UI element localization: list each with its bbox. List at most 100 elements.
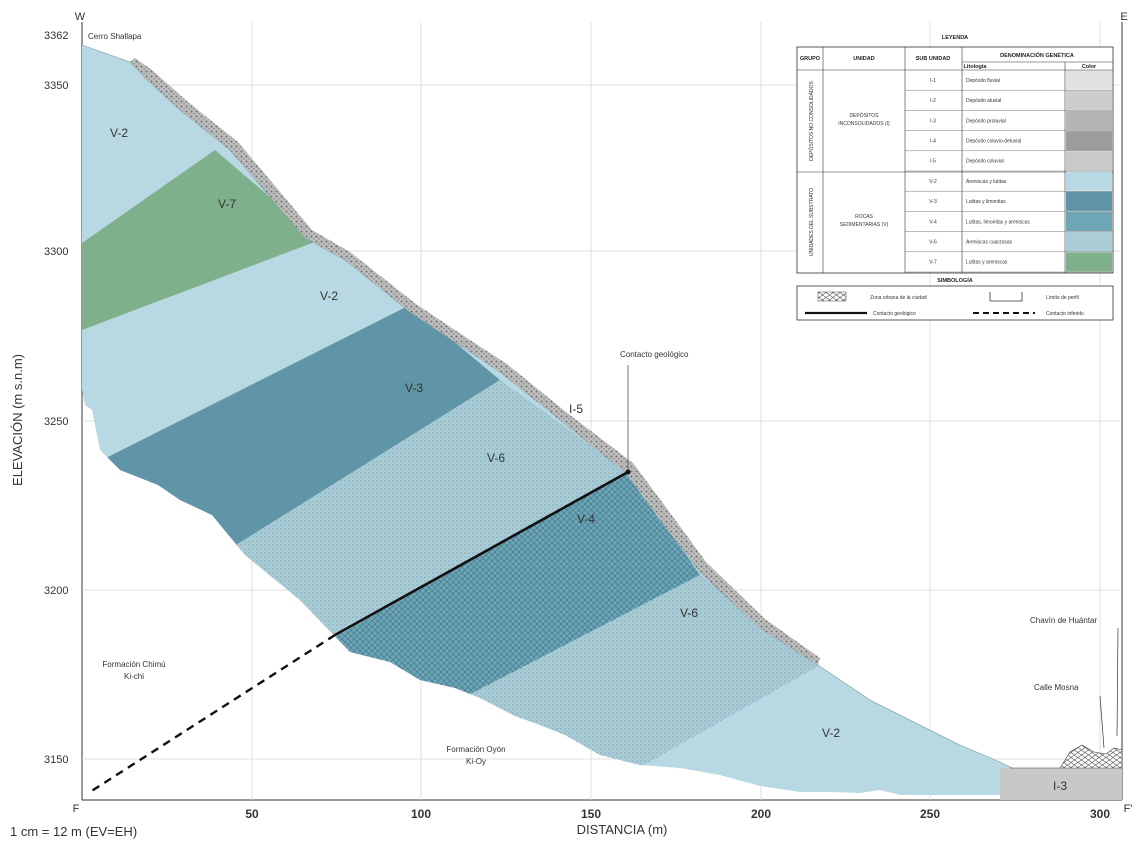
legend-row-code: I-2 [930, 98, 936, 104]
contact-annotation: Contacto geológico [620, 350, 689, 359]
legend-col-unidad: UNIDAD [853, 56, 874, 62]
legend-row-swatch [1066, 131, 1112, 151]
legend-group1: DEPÓSITOS NO CONSOLIDADOS [808, 81, 815, 161]
label-v6-lower: V-6 [680, 606, 698, 620]
unit-i5-colluvial-cover [130, 58, 820, 665]
chavin-annotation: Chavín de Huántar [1030, 616, 1097, 625]
label-i3: I-3 [1053, 779, 1067, 793]
legend-row-code: V-7 [929, 260, 937, 266]
legend-row-code: V-4 [929, 219, 937, 225]
legend-row-name: Areniscas cuarzosas [966, 240, 1013, 246]
legend-row-swatch [1066, 90, 1112, 110]
legend-row-code: I-3 [930, 118, 936, 124]
legend-col-grupo: GRUPO [800, 56, 821, 62]
x-tick-label: 300 [1090, 807, 1110, 821]
scale-note: 1 cm = 12 m (EV=EH) [10, 824, 137, 839]
legend-row-name: Lutitas, limonitas y areniscas [966, 219, 1030, 225]
unit-v4 [330, 472, 700, 710]
contact-point [625, 469, 631, 475]
legend-group1-unit-line1: DEPÓSITOS [849, 112, 879, 119]
label-v2-mid: V-2 [320, 289, 338, 303]
legend-row-code: V-3 [929, 199, 937, 205]
legend-row-swatch [1066, 211, 1112, 232]
label-v2-lower: V-2 [822, 726, 840, 740]
legend-row-name: Lutitas y limonitas [966, 199, 1006, 205]
legend-group2-unit-line1: ROCAS [855, 214, 873, 220]
legend-row-name: Areniscas y lutitas [966, 179, 1007, 185]
legend-col-denominacion: DENOMINACIÓN GENÉTICA [1000, 51, 1074, 59]
chavin-leader [1116, 627, 1119, 737]
urban-zone [1010, 744, 1123, 769]
symbology-frame [796, 285, 1114, 321]
x-tick-labels: 50 100 150 200 250 300 [245, 807, 1110, 821]
x-tick-label: 200 [751, 807, 771, 821]
calle-annotation: Calle Mosna [1034, 683, 1079, 692]
legend-title: LEYENDA [942, 35, 968, 41]
west-label: W [75, 11, 86, 23]
formation-oyon-code: Ki-Oy [466, 757, 486, 766]
label-v6-upper: V-6 [487, 451, 505, 465]
label-v7: V-7 [218, 197, 236, 211]
legend-row-code: I-5 [930, 159, 936, 165]
f-label-right: F' [1124, 803, 1133, 815]
legend-row-swatch [1066, 70, 1112, 90]
symbology-urban-label: Zona urbana de la ciudad [870, 295, 927, 301]
legend-row-name: Depósito proluvial [966, 118, 1006, 124]
symbology-profile-limit-swatch [989, 292, 1023, 302]
legend-row-swatch [1066, 151, 1112, 171]
unit-v6-upper [180, 380, 628, 640]
symbology-contact-label: Contacto geológico [873, 311, 916, 317]
formation-chimu-code: Ki-chi [124, 672, 144, 681]
x-axis-title: DISTANCIA (m) [577, 822, 668, 837]
legend-row-swatch [1066, 171, 1112, 191]
y-tick-label: 3300 [44, 246, 68, 258]
y-tick-label: 3150 [44, 754, 68, 766]
legend-row-code: I-1 [930, 78, 936, 84]
legend-group2-unit-line2: SEDIMENTARIAS (V) [840, 222, 889, 228]
symbology-title: SIMBOLOGÍA [937, 276, 972, 284]
legend-group2: UNIDADES DEL SUBSTRATO [809, 188, 815, 256]
x-tick-label: 50 [245, 807, 259, 821]
legend-row-name: Depósito aluvial [966, 98, 1001, 104]
legend-group1-unit-line2: INCONSOLIDADOS (I) [838, 121, 890, 127]
label-v2-top: V-2 [110, 126, 128, 140]
unit-v7 [82, 150, 320, 330]
legend-col-color: Color [1082, 64, 1097, 70]
unit-i3-valley-fill [1000, 768, 1122, 800]
formation-chimu-name: Formación Chimú [102, 660, 165, 669]
label-v4: V-4 [577, 512, 595, 526]
legend-row-name: Depósito fluvial [966, 78, 1000, 84]
x-tick-label: 150 [581, 807, 601, 821]
x-tick-label: 100 [411, 807, 431, 821]
legend-row-swatch [1066, 191, 1112, 211]
y-tick-label: 3250 [44, 416, 68, 428]
label-v3: V-3 [405, 381, 423, 395]
legend-row-swatch [1066, 232, 1112, 252]
east-label: E [1120, 11, 1127, 23]
y-tick-label: 3362 [44, 30, 68, 42]
legend-frame [796, 46, 1114, 274]
y-tick-label: 3200 [44, 585, 68, 597]
inferred-contact-line [89, 633, 336, 794]
f-label-left: F [73, 803, 80, 815]
y-axis-title: ELEVACIÓN (m s.n.m) [10, 354, 25, 486]
symbology-inferred-label: Contacto inferido [1046, 311, 1084, 317]
legend-row-name: Lutitas y areniscas [966, 260, 1008, 266]
y-tick-label: 3350 [44, 80, 68, 92]
geologic-contact-line [334, 470, 629, 637]
legend-row-code: V-6 [929, 240, 937, 246]
peak-label: Cerro Shallapa [88, 32, 142, 41]
legend-row-swatch [1066, 252, 1112, 272]
label-i5: I-5 [569, 402, 583, 416]
legend-row-name: Depósito coluvio-deluvial [966, 139, 1021, 145]
legend: LEYENDA GRUPO UNIDAD SUB UNIDAD DENOMINA… [796, 35, 1114, 321]
legend-col-litologia: Litología [964, 64, 988, 70]
formation-oyon-name: Formación Oyón [446, 745, 505, 754]
x-tick-label: 250 [920, 807, 940, 821]
legend-row-code: I-4 [930, 139, 936, 145]
y-tick-labels: 3362 3350 3300 3250 3200 3150 [44, 30, 68, 766]
symbology-urban-swatch [817, 291, 847, 302]
calle-leader [1099, 695, 1105, 749]
